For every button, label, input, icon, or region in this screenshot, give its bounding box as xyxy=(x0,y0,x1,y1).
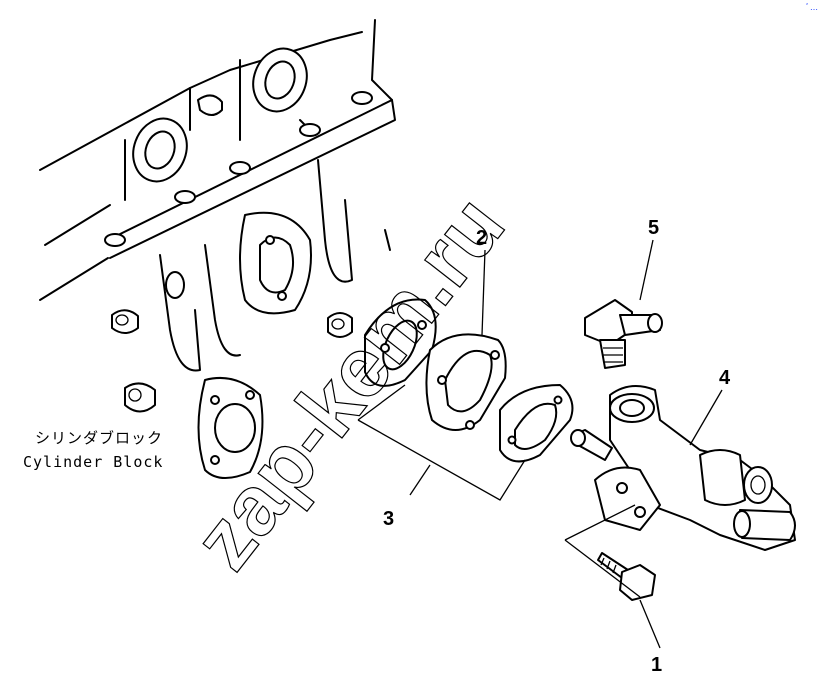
gasket-left xyxy=(364,298,437,387)
callout-5: 5 xyxy=(648,217,659,239)
callout-1: 1 xyxy=(651,654,662,676)
cylinder-block-label-jp: シリンダブロック xyxy=(35,429,163,447)
corner-mark: ﾞ… xyxy=(806,3,818,12)
cylinder-block xyxy=(39,19,396,479)
spacer-block xyxy=(425,333,507,431)
callout-3: 3 xyxy=(383,508,394,530)
elbow-fitting xyxy=(584,299,663,369)
callout-4: 4 xyxy=(719,367,731,389)
leader-lines xyxy=(357,239,723,649)
flange-bolt xyxy=(597,552,656,601)
gasket-right xyxy=(499,384,574,463)
callout-2: 2 xyxy=(476,227,487,249)
pump-assembly xyxy=(570,385,796,551)
cylinder-block-label-en: Cylinder Block xyxy=(23,453,163,471)
